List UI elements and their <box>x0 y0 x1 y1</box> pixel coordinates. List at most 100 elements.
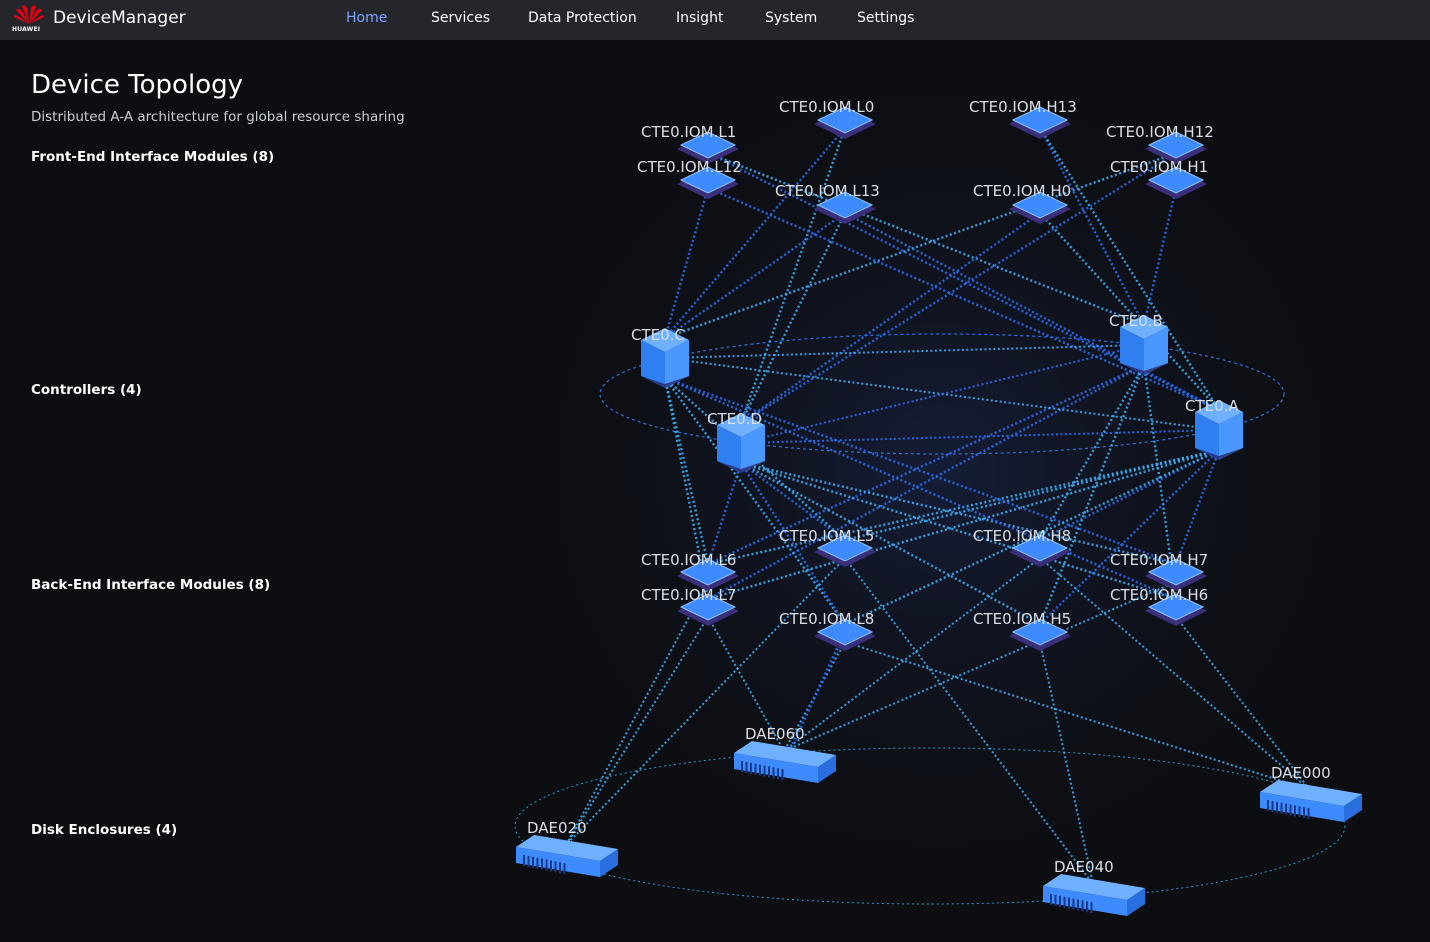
disk-enclosure-node[interactable] <box>516 835 618 877</box>
link-controller-backend <box>844 448 1220 626</box>
back-end-module-node[interactable] <box>1145 593 1207 626</box>
front-end-module-label: CTE0.IOM.H12 <box>1106 123 1214 141</box>
enclosure-icon <box>1127 888 1145 916</box>
link-controller-backend <box>664 377 846 625</box>
module-icon <box>1147 166 1205 194</box>
link-backend-enclosure <box>707 616 785 752</box>
back-end-module-label: CTE0.IOM.H5 <box>973 610 1071 628</box>
back-end-module-label: CTE0.IOM.H8 <box>973 527 1071 545</box>
nav-system[interactable]: System <box>765 10 818 26</box>
disk-enclosure-node[interactable] <box>1043 874 1145 916</box>
link-backend-enclosure <box>565 557 846 846</box>
front-end-module-label: CTE0.IOM.H1 <box>1110 158 1208 176</box>
link-frontend-controller <box>663 187 710 339</box>
controller-icon <box>1195 448 1243 460</box>
back-end-module-node[interactable] <box>1009 618 1071 651</box>
back-end-module-node[interactable] <box>677 593 739 626</box>
enclosure-icon <box>1260 792 1344 822</box>
link-frontend-controller <box>664 127 846 339</box>
link-backend-enclosure <box>783 581 1177 752</box>
nav-insight[interactable]: Insight <box>676 10 724 26</box>
controller-icon <box>1219 412 1243 460</box>
page-title: Device Topology <box>31 70 243 100</box>
controller-icon <box>641 340 665 388</box>
back-end-module-node[interactable] <box>1009 534 1071 567</box>
front-end-module-label: CTE0.IOM.H13 <box>969 98 1077 116</box>
disk-enclosure-node[interactable] <box>734 741 836 783</box>
enclosure-icon <box>734 741 836 767</box>
controller-icon <box>1144 327 1168 375</box>
enclosure-icon <box>818 755 836 783</box>
disk-enclosure-node[interactable] <box>1260 780 1362 822</box>
front-end-module-node[interactable] <box>1145 131 1207 164</box>
module-icon <box>679 558 737 586</box>
front-end-module-node[interactable] <box>1009 106 1071 139</box>
nav-data-protection[interactable]: Data Protection <box>528 10 637 26</box>
front-end-module-node[interactable] <box>1009 191 1071 224</box>
back-end-module-node[interactable] <box>677 558 739 591</box>
module-icon <box>1011 618 1069 646</box>
module-icon <box>816 534 874 562</box>
nav-services[interactable]: Services <box>431 10 491 26</box>
link-backend-enclosure <box>1175 616 1311 791</box>
link-frontend-controller <box>739 212 847 424</box>
section-disk-enclosures: Disk Enclosures (4) <box>31 822 178 838</box>
front-end-module-label: CTE0.IOM.L12 <box>637 158 742 176</box>
front-end-module-node[interactable] <box>677 166 739 199</box>
link-controller-backend <box>707 448 1220 601</box>
back-end-module-node[interactable] <box>814 618 876 651</box>
front-end-module-node[interactable] <box>677 131 739 164</box>
controller-node[interactable] <box>1195 400 1243 460</box>
link-frontend-controller <box>664 212 846 339</box>
link-controller-backend <box>739 462 847 625</box>
controller-icon <box>1120 327 1144 375</box>
link-backend-enclosure <box>844 641 1311 791</box>
link-frontend-controller <box>707 186 1220 412</box>
nav-home[interactable]: Home <box>346 10 388 26</box>
link-frontend-controller <box>1038 127 1221 411</box>
link-frontend-controller <box>844 211 1220 412</box>
link-controller-backend <box>1039 449 1220 625</box>
link-controller-controller <box>664 357 1220 431</box>
controller-icon <box>665 340 689 388</box>
disk-enclosure-label: DAE040 <box>1054 858 1114 876</box>
controller-icon <box>641 376 689 388</box>
back-end-module-node[interactable] <box>814 534 876 567</box>
link-backend-enclosure <box>1039 557 1311 791</box>
link-controller-controller <box>740 344 1145 444</box>
link-controller-backend <box>664 376 1177 566</box>
link-frontend-controller <box>1038 127 1146 326</box>
controller-label: CTE0.C <box>631 326 685 344</box>
link-controller-backend <box>740 461 1177 601</box>
link-backend-enclosure <box>1039 641 1094 885</box>
controller-label: CTE0.B <box>1109 312 1163 330</box>
back-end-module-node[interactable] <box>1145 558 1207 591</box>
controller-node[interactable] <box>1120 315 1168 375</box>
link-controller-backend <box>707 363 1145 601</box>
disk-enclosure-label: DAE000 <box>1271 764 1331 782</box>
section-controllers: Controllers (4) <box>31 382 142 398</box>
module-icon <box>816 191 874 219</box>
enclosure-icon <box>516 835 618 861</box>
section-back-end-modules: Back-End Interface Modules (8) <box>31 577 271 593</box>
controller-icon <box>717 461 765 473</box>
back-end-module-label: CTE0.IOM.L7 <box>641 586 736 604</box>
controller-label: CTE0.D <box>707 410 762 428</box>
back-end-module-label: CTE0.IOM.L6 <box>641 551 736 569</box>
controller-icon <box>717 425 741 473</box>
nav-settings[interactable]: Settings <box>857 10 915 26</box>
front-end-module-node[interactable] <box>814 191 876 224</box>
enclosure-icon <box>1260 780 1362 806</box>
background-glow <box>460 40 1420 940</box>
link-backend-enclosure <box>565 581 709 846</box>
controller-node[interactable] <box>717 413 765 473</box>
front-end-module-node[interactable] <box>814 106 876 139</box>
module-icon <box>1011 191 1069 219</box>
link-frontend-controller <box>707 151 1145 327</box>
controller-icon <box>1195 412 1219 460</box>
controller-node[interactable] <box>641 328 689 388</box>
front-end-module-node[interactable] <box>1145 166 1207 199</box>
link-controller-backend <box>1038 364 1146 625</box>
